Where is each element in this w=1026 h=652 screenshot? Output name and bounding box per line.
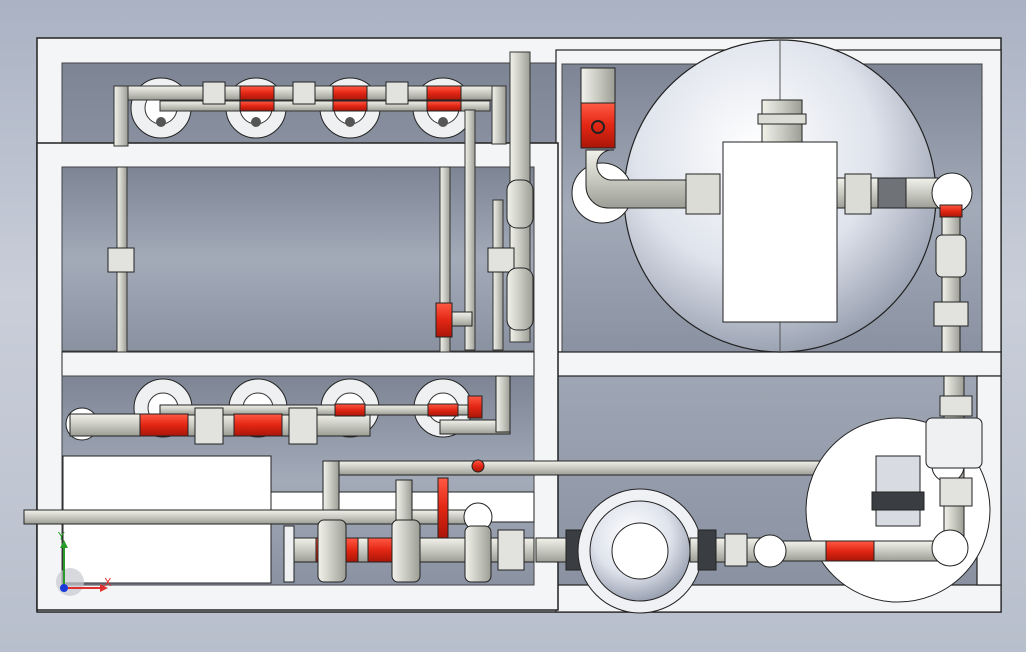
z-axis-marker (60, 584, 68, 592)
y-axis-label: Y (57, 530, 65, 543)
red-valve[interactable] (332, 85, 368, 112)
tank-outlet-pipe[interactable] (836, 172, 973, 353)
red-valve[interactable] (139, 413, 189, 437)
vertical-riser[interactable] (107, 166, 534, 353)
pressure-tank[interactable] (623, 39, 937, 353)
discharge-pipe[interactable] (23, 459, 941, 539)
red-valve[interactable] (233, 413, 283, 437)
red-tee-valve[interactable] (435, 302, 473, 338)
red-valve[interactable] (427, 395, 483, 419)
filter-housing[interactable] (535, 488, 761, 614)
tank-inlet-pipe[interactable] (571, 67, 721, 224)
suction-manifold[interactable] (283, 479, 535, 583)
red-valve[interactable] (334, 403, 366, 417)
red-valve[interactable] (239, 85, 275, 112)
return-pipe[interactable] (753, 375, 983, 568)
red-valve[interactable] (426, 85, 462, 112)
pipe-union (202, 81, 409, 105)
coordinate-triad: X Y (56, 530, 112, 596)
x-axis-label: X (104, 576, 112, 589)
